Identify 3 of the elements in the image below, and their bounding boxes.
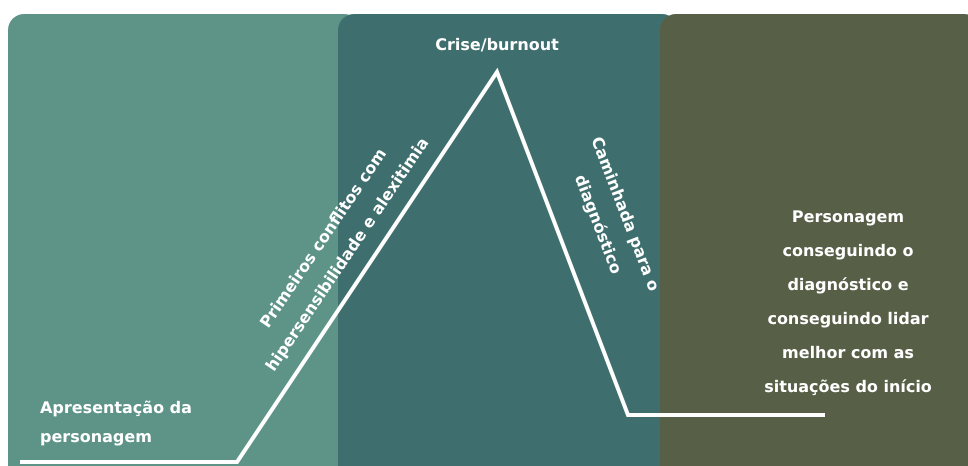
stage-label: Crise/burnout xyxy=(434,34,560,56)
stage-label: Personagem conseguindo o diagnóstico e conseguindo lidar melhor com as situações do início xyxy=(763,206,933,398)
stage-label: Apresentação da personagem xyxy=(40,397,193,448)
